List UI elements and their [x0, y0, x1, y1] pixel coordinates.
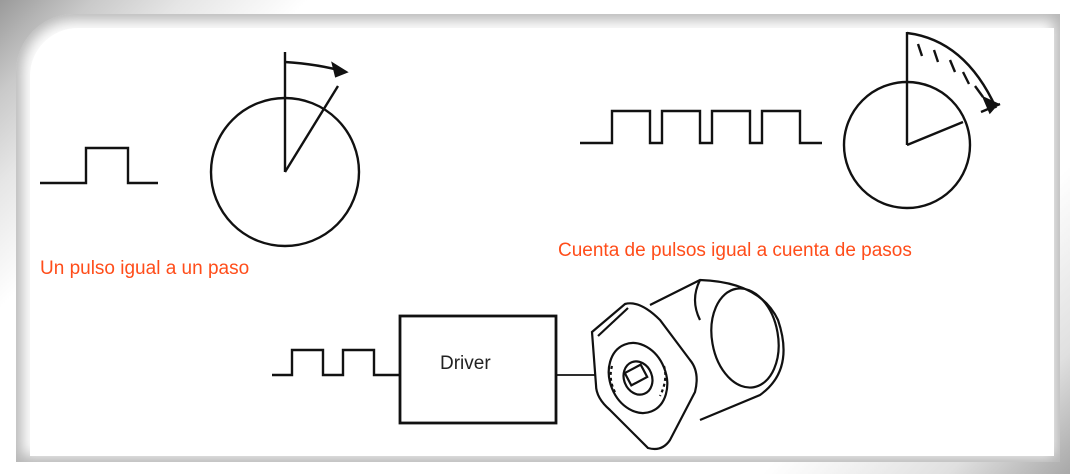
rotor-multi-step-icon: [842, 31, 1001, 210]
content-panel: [16, 14, 1060, 462]
pulse-train-icon: [580, 109, 822, 145]
stepper-motor-icon: [590, 278, 785, 451]
driver-label: Driver: [440, 353, 491, 374]
rotor-single-step-icon: [209, 52, 361, 248]
content-panel-inner: [30, 28, 1054, 456]
single-pulse-icon: [40, 146, 158, 185]
driver-box: [398, 314, 558, 425]
driver-input-pulse-icon: [272, 348, 400, 377]
caption-single-pulse: Un pulso igual a un paso: [40, 258, 250, 279]
caption-pulse-count: Cuenta de pulsos igual a cuenta de pasos: [558, 240, 912, 261]
